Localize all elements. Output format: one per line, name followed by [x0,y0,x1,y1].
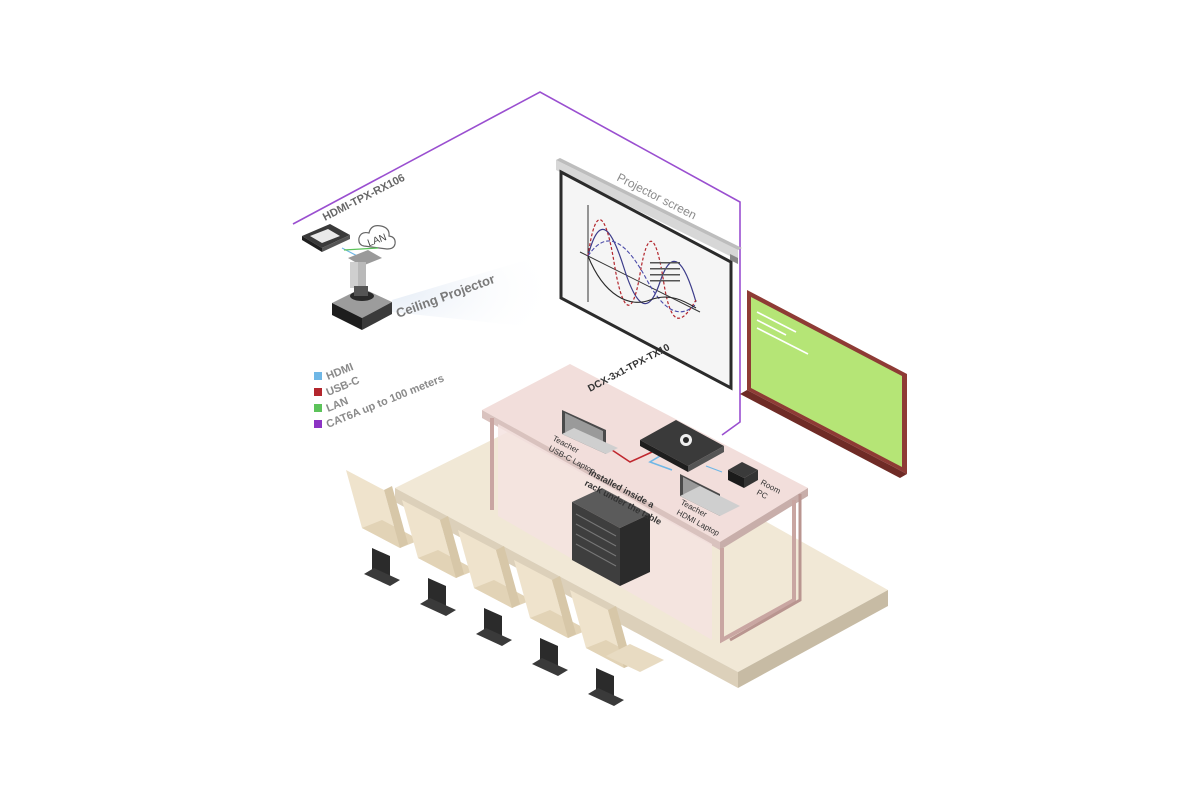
room-pc [728,462,758,488]
legend-swatch [314,388,322,396]
hdmi-laptop [680,474,740,516]
projector-screen [556,158,742,391]
chair [346,470,420,586]
chair-armrest [606,644,664,672]
chalkboard [740,290,907,478]
ceiling-projector-assembly: LAN [302,224,560,330]
audience-chairs [346,470,664,706]
equipment-rack [572,488,650,586]
receiver-device [302,224,350,252]
usbc-cable [605,445,653,463]
hdmi-cable [648,455,673,471]
cat6a-cable [292,91,741,436]
legend-swatch [314,404,322,412]
hdmi-cable-pc [705,465,723,473]
legend-swatch [314,372,322,380]
chair [458,530,532,646]
usbc-laptop [562,410,618,454]
screen-plot [579,205,701,319]
legend-swatch [314,420,322,428]
transmitter-device [640,420,724,472]
chair [402,500,476,616]
receiver-label: HDMI-TPX-RX106 [321,172,407,224]
transmitter-label: DCX-3x1-TPX-TX10 [586,342,672,395]
chair [514,560,588,676]
lan-cloud-icon: LAN [358,225,396,250]
